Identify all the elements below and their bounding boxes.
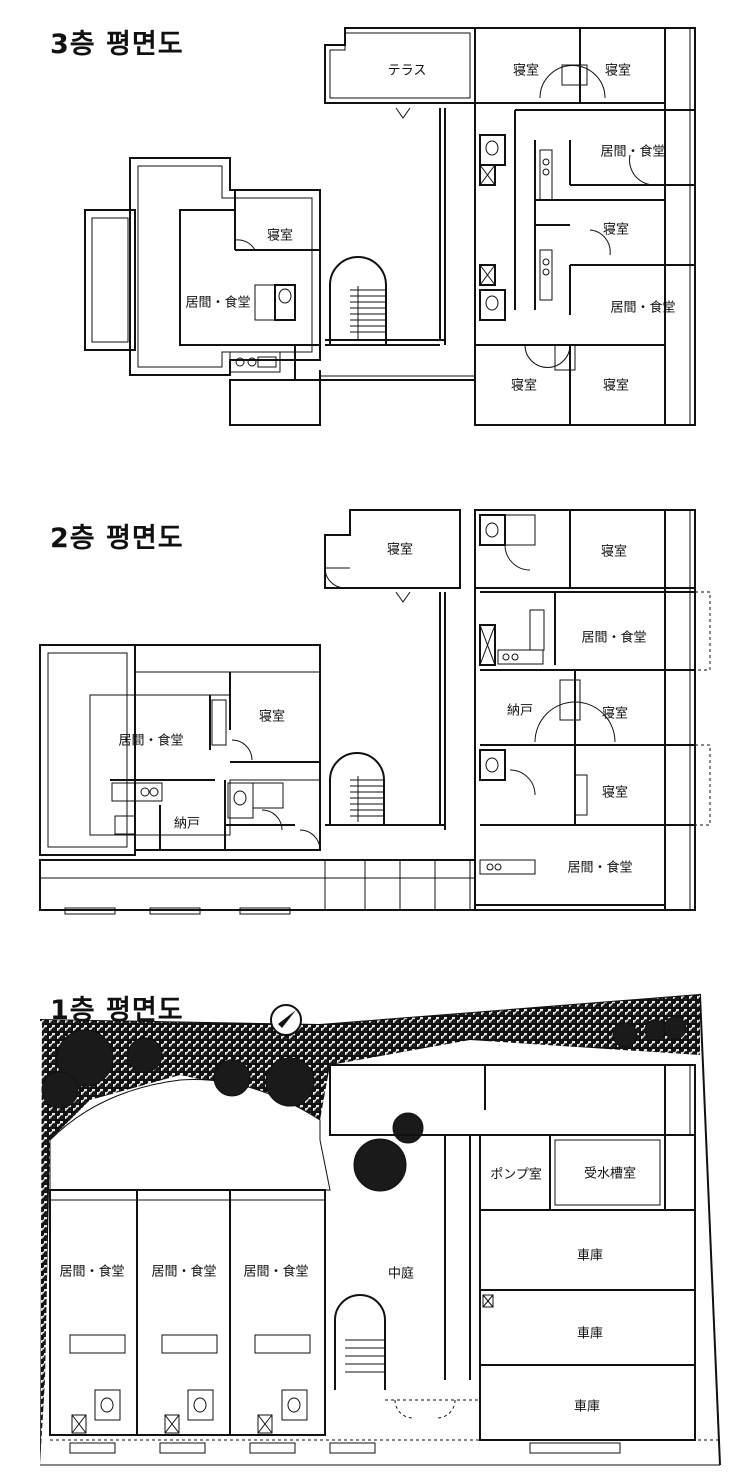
floor-3-title: 3층 평면도: [50, 29, 184, 60]
floor-plan-2f: 2층 평면도 寝室 寝室 居間・食堂 居間・食堂 寝室 納戸 寝室 納戸 寝室 …: [0, 480, 732, 940]
floor-1-title: 1층 평면도: [50, 995, 184, 1026]
floor-plan-3f-drawing: [84, 27, 696, 426]
room-bedroom: 寝室: [266, 228, 294, 244]
floor-plan-1f-drawing: [39, 993, 721, 1466]
room-water-tank: 受水槽室: [583, 1166, 637, 1182]
room-living-dining: 居間・食堂: [600, 144, 666, 160]
room-bedroom: 寝室: [386, 542, 414, 558]
room-living-dining: 居間・食堂: [59, 1264, 125, 1280]
room-bedroom: 寝室: [600, 544, 628, 560]
room-storage: 納戸: [173, 816, 201, 832]
room-living-dining: 居間・食堂: [151, 1264, 217, 1280]
room-garage: 車庫: [576, 1326, 604, 1342]
room-garage: 車庫: [576, 1248, 604, 1264]
room-bedroom: 寝室: [604, 63, 632, 79]
room-bedroom: 寝室: [512, 63, 540, 79]
floor-plan-1f: 1층 평면도 ポンプ室 受水槽室 車庫 中庭 居間・食堂 居間・食堂 居間・食堂…: [0, 960, 732, 1478]
room-terrace: テラス: [387, 63, 427, 79]
courtyard-label: 中庭: [387, 1266, 415, 1282]
room-living-dining: 居間・食堂: [567, 860, 633, 876]
room-bedroom: 寝室: [510, 378, 538, 394]
room-bedroom: 寝室: [601, 785, 629, 801]
room-pump: ポンプ室: [490, 1167, 542, 1183]
floor-plan-3f: 3층 평면도 テラス 寝室 寝室 居間・食堂 寝室 居間・食堂 寝室 居間・食堂…: [0, 0, 732, 470]
room-living-dining: 居間・食堂: [118, 733, 184, 749]
room-living-dining: 居間・食堂: [610, 300, 676, 316]
floor-2-title: 2층 평면도: [50, 523, 184, 554]
room-bedroom: 寝室: [601, 706, 629, 722]
room-storage: 納戸: [506, 703, 534, 719]
floor-plan-2f-drawing: [39, 509, 711, 915]
room-living-dining: 居間・食堂: [185, 295, 251, 311]
room-bedroom: 寝室: [258, 709, 286, 725]
room-bedroom: 寝室: [602, 378, 630, 394]
tree-icon: [41, 1016, 687, 1192]
room-living-dining: 居間・食堂: [243, 1264, 309, 1280]
room-bedroom: 寝室: [602, 222, 630, 238]
room-living-dining: 居間・食堂: [581, 630, 647, 646]
north-arrow-icon: [270, 1004, 302, 1036]
room-garage: 車庫: [573, 1399, 601, 1415]
